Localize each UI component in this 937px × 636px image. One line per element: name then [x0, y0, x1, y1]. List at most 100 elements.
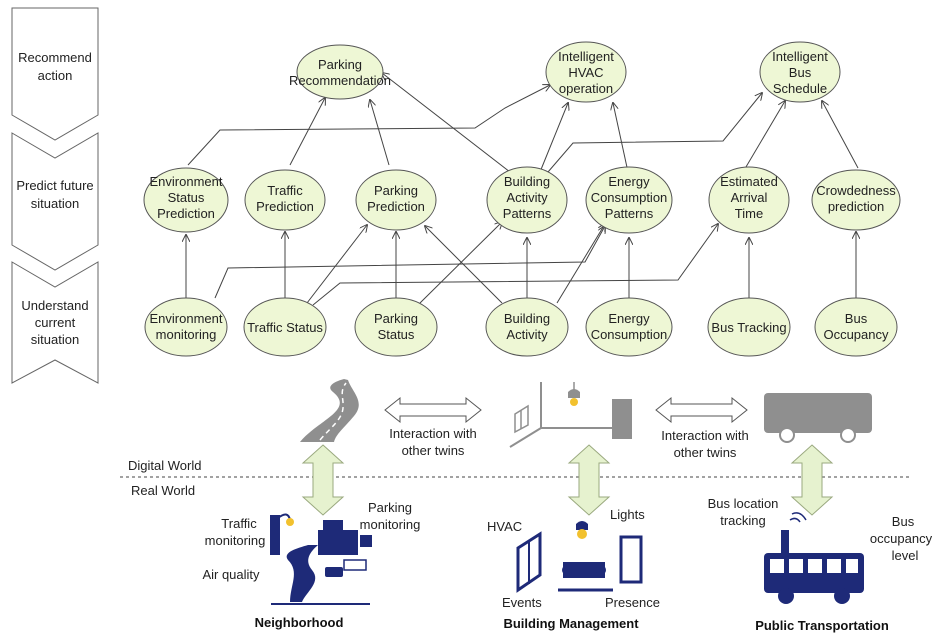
node-parking-status: Parking Status — [354, 297, 438, 357]
transport-location-line-1: Bus location — [708, 496, 779, 511]
building-events-label: Events — [502, 595, 542, 610]
interaction-arrow-left — [384, 396, 482, 424]
node-crowdedness-prediction-line-1: Crowdedness — [816, 183, 896, 198]
neighborhood-traffic-line-1: Traffic — [221, 516, 257, 531]
node-energy-consumption-patterns-line-2: Consumption — [591, 190, 668, 205]
transport-occupancy-line-1: Bus — [892, 514, 915, 529]
node-traffic-status-line-1: Traffic Status — [247, 320, 323, 335]
node-intelligent-hvac-line-1: Intelligent — [558, 49, 614, 64]
building-management-icon — [516, 521, 643, 593]
node-environment-status-prediction-line-2: Status — [168, 190, 205, 205]
node-parking-recommendation-line-2: Recommendation — [289, 73, 391, 88]
node-intelligent-bus-schedule-line-1: Intelligent — [772, 49, 828, 64]
sync-arrow-neighborhood — [301, 444, 345, 516]
node-energy-consumption-patterns-line-3: Patterns — [605, 206, 654, 221]
interaction-left-line-1: Interaction with — [389, 426, 476, 441]
node-intelligent-hvac: Intelligent HVAC operation — [545, 41, 627, 103]
node-environment-monitoring-line-1: Environment — [150, 311, 223, 326]
room-lamp-icon — [568, 389, 580, 398]
transport-location-line-2: tracking — [720, 513, 766, 528]
edge-traffic-arrival — [312, 224, 718, 306]
level-recommend-line-1: Recommend — [18, 50, 92, 65]
neighborhood-parking-line-1: Parking — [368, 500, 412, 515]
node-environment-monitoring: Environment monitoring — [144, 297, 228, 357]
building-presence-label: Presence — [605, 595, 660, 610]
node-bus-occupancy-line-2: Occupancy — [823, 327, 889, 342]
node-traffic-prediction-line-2: Prediction — [256, 199, 314, 214]
node-parking-status-line-1: Parking — [374, 311, 418, 326]
node-traffic-prediction: Traffic Prediction — [244, 169, 326, 231]
node-building-activity-patterns-line-1: Building — [504, 174, 550, 189]
node-environment-monitoring-line-2: monitoring — [156, 327, 217, 342]
node-intelligent-hvac-line-2: HVAC — [568, 65, 603, 80]
node-estimated-arrival-time: Estimated Arrival Time — [708, 166, 790, 234]
node-estimated-arrival-time-line-1: Estimated — [720, 174, 778, 189]
transport-title: Public Transportation — [755, 618, 889, 633]
node-traffic-prediction-line-1: Traffic — [267, 183, 303, 198]
node-parking-prediction-line-2: Prediction — [367, 199, 425, 214]
building-title: Building Management — [503, 616, 639, 631]
neighborhood-air-quality: Air quality — [202, 567, 260, 582]
edge-envmon-epatterns — [214, 226, 605, 299]
node-energy-consumption-line-2: Consumption — [591, 327, 668, 342]
sync-arrow-transport — [790, 444, 834, 516]
bus-digital-icon — [764, 393, 872, 443]
node-parking-recommendation: Parking Recommendation — [289, 44, 391, 100]
level-recommend-line-2: action — [38, 68, 73, 83]
edge-bact-epatterns — [556, 224, 605, 304]
interaction-arrow-right — [655, 396, 748, 424]
node-intelligent-bus-schedule: Intelligent Bus Schedule — [759, 41, 841, 103]
node-traffic-status: Traffic Status — [243, 297, 327, 357]
neighborhood-parking-line-2: monitoring — [360, 517, 421, 532]
level-predict: Predict future situation — [11, 132, 99, 271]
node-bus-occupancy: Bus Occupancy — [814, 297, 898, 357]
bus-real-icon — [764, 512, 864, 604]
edge-epatterns-hvac — [613, 103, 629, 173]
node-estimated-arrival-time-line-3: Time — [735, 206, 763, 221]
level-recommend: Recommend action — [11, 7, 99, 141]
node-environment-status-prediction-line-3: Prediction — [157, 206, 215, 221]
node-intelligent-bus-schedule-line-2: Bus — [789, 65, 812, 80]
digital-world-label: Digital World — [128, 458, 201, 473]
node-crowdedness-prediction: Crowdedness prediction — [811, 169, 901, 231]
neighborhood-icon — [270, 513, 372, 605]
node-intelligent-bus-schedule-line-3: Schedule — [773, 81, 827, 96]
node-building-activity: Building Activity — [485, 297, 569, 357]
level-understand-line-2: current — [35, 315, 76, 330]
interaction-left-line-2: other twins — [402, 443, 465, 458]
node-bus-occupancy-line-1: Bus — [845, 311, 868, 326]
node-energy-consumption-line-1: Energy — [608, 311, 650, 326]
interaction-right-line-1: Interaction with — [661, 428, 748, 443]
sync-arrow-building — [567, 444, 611, 516]
node-parking-prediction: Parking Prediction — [355, 169, 437, 231]
room-icon — [509, 382, 620, 448]
real-world-label: Real World — [131, 483, 195, 498]
edge-traffic-ppred — [306, 225, 367, 304]
edge-crowd-bussched — [822, 101, 859, 169]
edges — [186, 73, 859, 306]
node-estimated-arrival-time-line-2: Arrival — [731, 190, 768, 205]
node-building-activity-patterns: Building Activity Patterns — [486, 166, 568, 234]
transport-occupancy-line-3: level — [892, 548, 919, 563]
node-energy-consumption: Energy Consumption — [585, 297, 673, 357]
node-energy-consumption-patterns-line-1: Energy — [608, 174, 650, 189]
edge-bpatterns-prec — [382, 73, 511, 173]
node-bus-tracking: Bus Tracking — [707, 297, 791, 357]
edge-bpatterns-bussched — [547, 93, 762, 173]
node-parking-status-line-2: Status — [378, 327, 415, 342]
building-hvac-label: HVAC — [487, 519, 522, 534]
node-building-activity-line-2: Activity — [506, 327, 548, 342]
edge-bpatterns-hvac — [539, 103, 568, 173]
edge-ppred-prec — [370, 100, 390, 166]
level-predict-line-2: situation — [31, 196, 79, 211]
node-crowdedness-prediction-line-2: prediction — [828, 199, 884, 214]
edge-envpred-hvac — [187, 85, 550, 166]
node-energy-consumption-patterns: Energy Consumption Patterns — [585, 166, 673, 234]
node-environment-status-prediction: Environment Status Prediction — [143, 167, 229, 233]
node-environment-status-prediction-line-1: Environment — [150, 174, 223, 189]
neighborhood-title: Neighborhood — [255, 615, 344, 630]
node-building-activity-patterns-line-2: Activity — [506, 190, 548, 205]
level-understand-line-1: Understand — [21, 298, 88, 313]
level-understand: Understand current situation — [11, 261, 99, 384]
